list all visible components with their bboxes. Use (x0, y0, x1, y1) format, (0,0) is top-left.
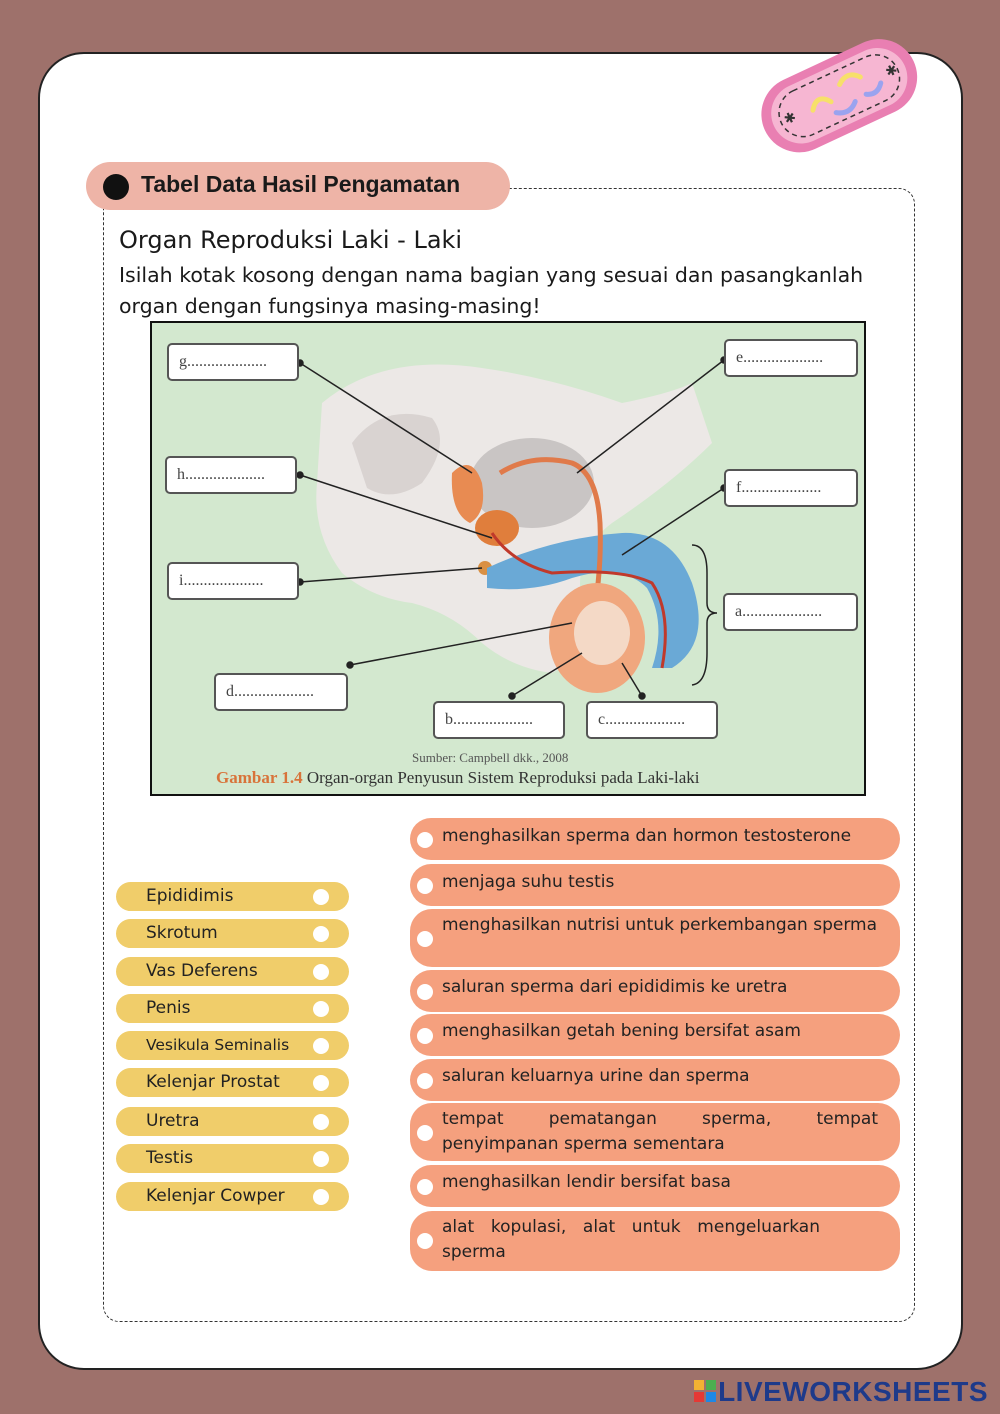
label-box-i[interactable]: i.................... (167, 562, 299, 600)
anatomy-illustration (296, 356, 728, 700)
function-item[interactable]: alat kopulasi, alat untuk mengeluarkan s… (410, 1211, 900, 1271)
match-dot[interactable] (417, 1073, 433, 1089)
match-dot[interactable] (313, 1189, 329, 1205)
function-item[interactable]: tempat pematangan sperma, tempat penyimp… (410, 1103, 900, 1161)
organ-item[interactable]: Skrotum (116, 919, 349, 948)
match-dot[interactable] (313, 1075, 329, 1091)
organ-item[interactable]: Testis (116, 1144, 349, 1173)
label-box-h[interactable]: h.................... (165, 456, 297, 494)
diagram-source: Sumber: Campbell dkk., 2008 (412, 750, 569, 765)
match-dot[interactable] (417, 1028, 433, 1044)
match-dot[interactable] (313, 1151, 329, 1167)
match-dot[interactable] (313, 1114, 329, 1130)
match-dot[interactable] (313, 1038, 329, 1054)
organ-item[interactable]: Kelenjar Prostat (116, 1068, 349, 1097)
match-dot[interactable] (417, 931, 433, 947)
section-title: Tabel Data Hasil Pengamatan (141, 171, 461, 197)
page-subtitle: Organ Reproduksi Laki - Laki (119, 226, 463, 254)
match-dot[interactable] (417, 1233, 433, 1249)
label-box-d[interactable]: d.................... (214, 673, 348, 711)
match-dot[interactable] (313, 964, 329, 980)
organ-item[interactable]: Vesikula Seminalis (116, 1031, 349, 1060)
match-dot[interactable] (313, 889, 329, 905)
brand-watermark[interactable]: LIVEWORKSHEETS (718, 1376, 988, 1407)
match-dot[interactable] (417, 1125, 433, 1141)
match-dot[interactable] (313, 1001, 329, 1017)
label-box-e[interactable]: e.................... (724, 339, 858, 377)
organ-item[interactable]: Uretra (116, 1107, 349, 1136)
function-item[interactable]: saluran keluarnya urine dan sperma (410, 1059, 900, 1101)
organ-item[interactable]: Kelenjar Cowper (116, 1182, 349, 1211)
function-item[interactable]: saluran sperma dari epididimis ke uretra (410, 970, 900, 1012)
organ-item[interactable]: Epididimis (116, 882, 349, 911)
match-dot[interactable] (417, 984, 433, 1000)
label-box-g[interactable]: g.................... (167, 343, 299, 381)
caption-text: Organ-organ Penyusun Sistem Reproduksi p… (306, 768, 700, 787)
function-item[interactable]: menghasilkan lendir bersifat basa (410, 1165, 900, 1207)
label-box-f[interactable]: f.................... (724, 469, 858, 507)
figure-number: Gambar 1.4 (216, 768, 303, 787)
bullet-icon (103, 174, 129, 200)
liveworksheets-logo-icon (694, 1380, 716, 1402)
match-dot[interactable] (417, 1179, 433, 1195)
match-dot[interactable] (313, 926, 329, 942)
function-item[interactable]: menjaga suhu testis (410, 864, 900, 906)
reproductive-diagram: g.................... h.................… (150, 321, 866, 796)
match-dot[interactable] (417, 878, 433, 894)
match-dot[interactable] (417, 832, 433, 848)
label-box-c[interactable]: c.................... (586, 701, 718, 739)
label-box-a[interactable]: a.................... (723, 593, 858, 631)
bacteria-cell-icon: ✱ ✱ (761, 39, 918, 153)
function-item[interactable]: menghasilkan sperma dan hormon testoster… (410, 818, 900, 860)
label-box-b[interactable]: b.................... (433, 701, 565, 739)
function-item[interactable]: menghasilkan getah bening bersifat asam (410, 1014, 900, 1056)
function-item[interactable]: menghasilkan nutrisi untuk perkembangan … (410, 909, 900, 967)
diagram-caption: Gambar 1.4 Organ-organ Penyusun Sistem R… (216, 768, 700, 788)
organ-item[interactable]: Vas Deferens (116, 957, 349, 986)
header-pill (86, 162, 510, 210)
organ-item[interactable]: Penis (116, 994, 349, 1023)
instruction-text: Isilah kotak kosong dengan nama bagian y… (119, 263, 864, 318)
